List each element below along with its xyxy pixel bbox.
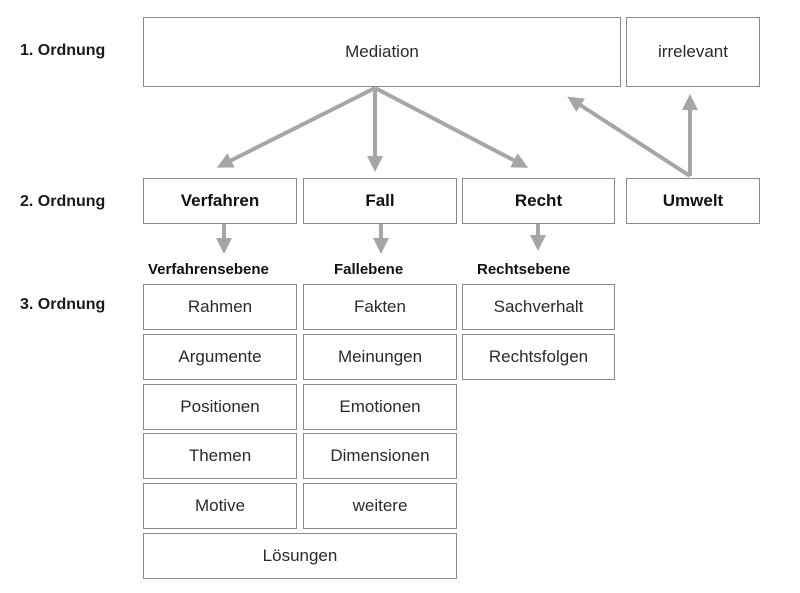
arrow-umwelt-mediation [567,96,692,178]
node-umwelt: Umwelt [626,178,760,224]
node-mediation: Mediation [143,17,621,87]
node-recht: Recht [462,178,615,224]
level-label-second: 2. Ordnung [20,193,106,210]
node-verfahren: Verfahren [143,178,297,224]
header-rechtsebene: Rechtsebene [477,261,571,278]
node-themen: Themen [143,433,297,479]
node-meinungen: Meinungen [303,334,457,380]
node-rechtsfolgen: Rechtsfolgen [462,334,615,380]
level-label-third: 3. Ordnung [20,296,106,313]
arrow-mediation-recht [374,86,529,168]
header-fallebene: Fallebene [334,261,404,278]
node-argumente: Argumente [143,334,297,380]
node-dimensionen: Dimensionen [303,433,457,479]
node-fakten: Fakten [303,284,457,330]
node-rahmen: Rahmen [143,284,297,330]
node-loesungen: Lösungen [143,533,457,579]
level-label-first: 1. Ordnung [20,42,106,59]
arrow-mediation-verfahren [216,86,376,168]
node-emotionen: Emotionen [303,384,457,430]
node-positionen: Positionen [143,384,297,430]
node-weitere: weitere [303,483,457,529]
node-sachverhalt: Sachverhalt [462,284,615,330]
node-fall: Fall [303,178,457,224]
node-irrelevant: irrelevant [626,17,760,87]
header-verfahrensebene: Verfahrensebene [148,261,269,278]
node-motive: Motive [143,483,297,529]
